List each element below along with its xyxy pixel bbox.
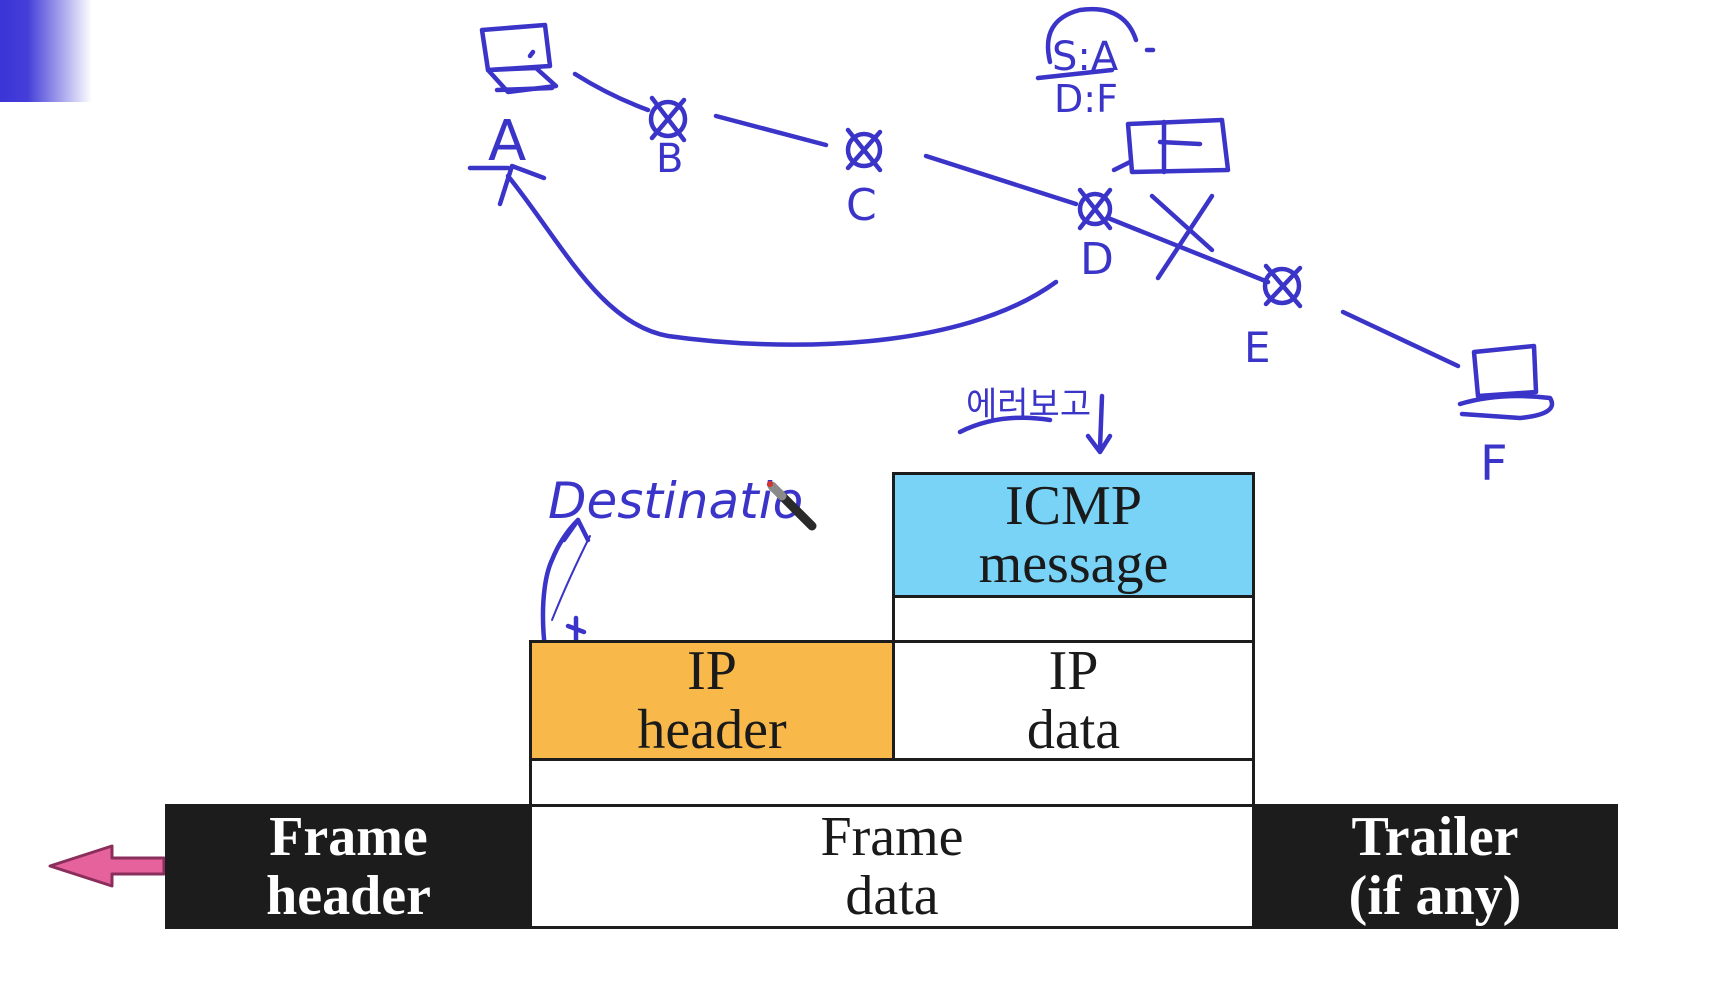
ip-data-label-line2: data	[1026, 698, 1121, 761]
pen-cursor-icon	[767, 481, 817, 531]
node-label-b: B	[656, 136, 683, 182]
link-e-f	[1340, 309, 1461, 369]
node-label-a: A	[488, 109, 526, 174]
link-c-d	[923, 153, 1079, 207]
frame-data-box: Frame data	[529, 804, 1255, 929]
source-address-note: S:A	[1052, 34, 1119, 80]
ip-data-padding-strip	[892, 595, 1255, 643]
icmp-label-line1: ICMP	[1005, 474, 1142, 537]
frame-data-padding-strip	[529, 758, 1255, 807]
computer-f-icon	[1457, 343, 1555, 421]
broken-link-mark	[1149, 193, 1215, 281]
router-e-icon	[1262, 263, 1303, 309]
router-c-icon	[845, 127, 883, 173]
trailer-label-line1: Trailer	[1351, 806, 1519, 869]
ip-header-label-line1: IP	[687, 640, 737, 703]
link-b-c	[713, 113, 829, 148]
link-d-e	[1105, 215, 1271, 285]
node-label-e: E	[1244, 323, 1271, 372]
frame-header-box: Frame header	[165, 804, 532, 929]
destination-thin-stroke	[551, 535, 591, 621]
note-arrow-head	[1085, 433, 1113, 455]
node-label-c: C	[846, 180, 877, 231]
destination-note: Destinatio	[548, 472, 803, 530]
trailer-box: Trailer (if any)	[1252, 804, 1618, 929]
node-label-d: D	[1080, 234, 1114, 285]
destination-address-note: D:F	[1054, 77, 1118, 121]
ip-header-box: IP header	[529, 640, 895, 761]
ip-data-label-line1: IP	[1048, 640, 1099, 703]
frame-header-label-line1: Frame	[269, 806, 428, 869]
router-d-icon	[1077, 187, 1113, 231]
computer-a-icon	[479, 22, 559, 95]
link-a-b	[572, 71, 651, 113]
ip-header-mark	[565, 615, 587, 643]
outgoing-frame-arrow	[48, 844, 166, 888]
icmp-label-line2: message	[978, 533, 1169, 595]
packet-sketch-icon	[1111, 117, 1231, 175]
destination-arrow-head	[561, 517, 591, 543]
note-arrow-line	[1097, 393, 1105, 451]
frame-header-label-line2: header	[266, 864, 431, 927]
ip-header-label-line2: header	[637, 698, 787, 761]
highlight-scribble	[1045, 6, 1139, 65]
note-underline	[1035, 67, 1115, 81]
ip-data-box: IP data	[892, 640, 1255, 761]
icmp-message-box: ICMP message	[892, 472, 1255, 598]
router-b-icon	[648, 95, 688, 143]
frame-data-label-line2: data	[845, 864, 939, 927]
error-return-arrowhead	[497, 163, 547, 207]
corner-decoration	[0, 0, 92, 102]
error-return-arrow	[505, 173, 1059, 347]
node-label-f: F	[1480, 436, 1508, 492]
error-report-note: 에러보고	[966, 385, 1091, 425]
trailer-label-line2: (if any)	[1348, 864, 1522, 927]
frame-data-label-line1: Frame	[820, 806, 964, 869]
note-squiggle	[957, 415, 1053, 435]
